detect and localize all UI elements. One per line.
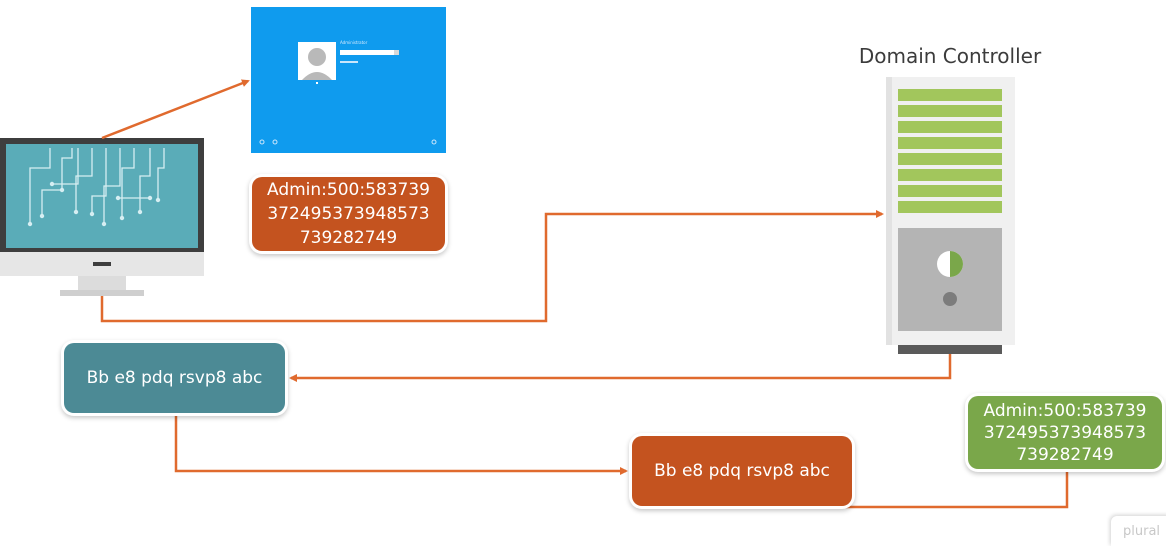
login-username: Administrator: [340, 40, 368, 45]
arrow-client-to-dc: [100, 210, 884, 323]
challenge-text: Bb e8 pdq rsvp8 abc: [654, 461, 830, 481]
client-hash-box: Admin:500:583739 372495373948573 7392827…: [252, 177, 445, 251]
watermark-tab: plural: [1111, 516, 1166, 546]
dc-hash-box: Admin:500:583739 372495373948573 7392827…: [968, 396, 1162, 469]
challenge-text: Bb e8 pdq rsvp8 abc: [86, 368, 263, 388]
hash-line: 372495373948573: [983, 422, 1147, 443]
hash-line: 372495373948573: [267, 204, 430, 224]
hash-line: 739282749: [299, 228, 398, 248]
arrow-client-response: [174, 414, 628, 475]
arrow-dc-challenge-to-client: [289, 354, 952, 382]
domain-controller-label: Domain Controller: [858, 44, 1042, 68]
arrow-monitor-to-login: [101, 79, 250, 140]
hash-line: Admin:500:583739: [983, 400, 1147, 421]
result-challenge-box: Bb e8 pdq rsvp8 abc: [632, 436, 852, 506]
client-challenge-box: Bb e8 pdq rsvp8 abc: [64, 343, 285, 413]
hash-line: Admin:500:583739: [267, 180, 430, 200]
monitor-icon: [0, 138, 204, 296]
login-screen-thumbnail: [251, 7, 446, 153]
hash-line: 739282749: [1016, 444, 1114, 465]
server-icon: [886, 77, 1015, 354]
